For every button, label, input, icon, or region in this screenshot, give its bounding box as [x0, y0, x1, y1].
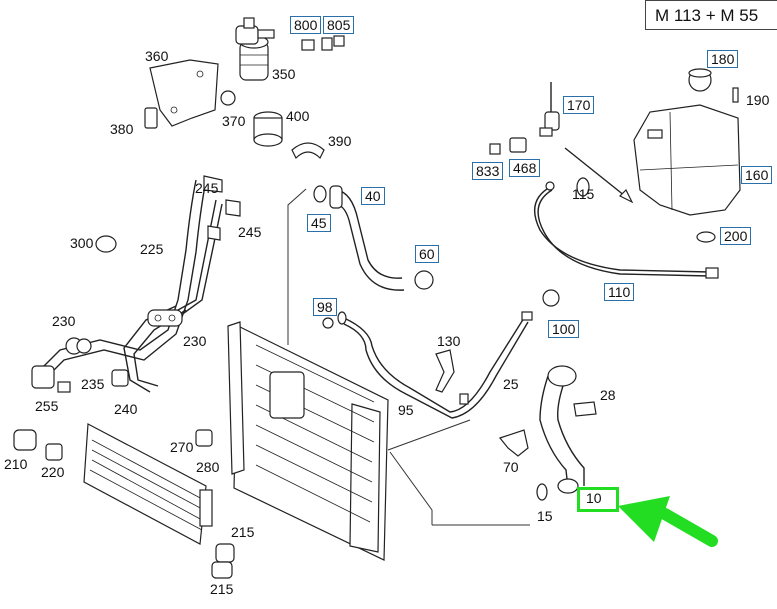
part-label-10[interactable]: 10	[586, 490, 602, 506]
part-label-280[interactable]: 280	[196, 459, 220, 475]
part-label-100[interactable]: 100	[548, 320, 580, 338]
part-label-95[interactable]: 95	[398, 402, 414, 418]
auxiliary-cooler	[13, 423, 235, 579]
part-label-200[interactable]: 200	[720, 227, 752, 245]
part-label-180[interactable]: 180	[707, 50, 739, 68]
mounting-bracket	[144, 59, 236, 129]
part-label-130[interactable]: 130	[437, 333, 461, 349]
part-label-833[interactable]: 833	[472, 162, 504, 180]
part-label-255[interactable]: 255	[35, 398, 59, 414]
bleed-hose	[533, 185, 711, 273]
part-label-15[interactable]: 15	[537, 508, 553, 524]
coolant-pipe-assembly	[39, 179, 223, 393]
upper-radiator-hose	[313, 185, 434, 291]
part-label-400[interactable]: 400	[286, 108, 310, 124]
part-label-245-lower[interactable]: 245	[238, 224, 262, 240]
part-label-40[interactable]: 40	[361, 187, 385, 205]
part-label-110[interactable]: 110	[604, 283, 635, 301]
part-label-220[interactable]: 220	[41, 464, 65, 480]
part-label-235[interactable]: 235	[81, 376, 105, 392]
part-label-70[interactable]: 70	[503, 459, 519, 475]
part-label-805[interactable]: 805	[323, 16, 355, 34]
part-label-360[interactable]: 360	[145, 48, 169, 64]
part-label-25[interactable]: 25	[503, 376, 519, 392]
part-label-45[interactable]: 45	[307, 214, 331, 232]
part-label-270[interactable]: 270	[170, 439, 194, 455]
part-label-98[interactable]: 98	[313, 298, 337, 316]
part-label-28[interactable]: 28	[600, 387, 616, 403]
connector-800-805	[301, 35, 345, 51]
part-label-215-upper[interactable]: 215	[231, 524, 255, 540]
part-label-190[interactable]: 190	[746, 92, 770, 108]
part-label-225[interactable]: 225	[140, 241, 164, 257]
coolant-expansion-tank	[633, 68, 741, 243]
lower-radiator-hose	[498, 365, 597, 501]
part-label-240[interactable]: 240	[114, 401, 138, 417]
part-label-300[interactable]: 300	[70, 235, 94, 251]
temperature-sensor	[489, 82, 560, 155]
highlight-box-part-10	[577, 487, 619, 512]
auxiliary-water-pump	[235, 17, 275, 81]
part-label-370[interactable]: 370	[222, 113, 246, 129]
part-label-60[interactable]: 60	[415, 245, 439, 263]
part-label-115[interactable]: 115	[572, 186, 595, 202]
hose-clamps-230-240	[31, 337, 129, 393]
clips-245-300	[95, 175, 241, 253]
part-label-800[interactable]: 800	[290, 16, 322, 34]
part-label-380[interactable]: 380	[110, 121, 134, 137]
thin-coolant-line	[322, 289, 560, 419]
rubber-mount	[253, 111, 325, 160]
part-label-210[interactable]: 210	[4, 456, 28, 472]
part-label-160[interactable]: 160	[741, 166, 773, 184]
part-label-245-upper[interactable]: 245	[195, 180, 219, 196]
part-label-350[interactable]: 350	[272, 66, 296, 82]
main-radiator	[227, 321, 389, 561]
part-label-230-right[interactable]: 230	[183, 333, 207, 349]
green-pointer-arrow	[618, 496, 718, 547]
part-label-390[interactable]: 390	[328, 133, 352, 149]
part-label-215-lower[interactable]: 215	[210, 581, 234, 597]
part-label-230-left[interactable]: 230	[52, 313, 76, 329]
engine-model-title: M 113 + M 55	[645, 0, 777, 30]
part-label-468[interactable]: 468	[509, 159, 541, 177]
part-label-170[interactable]: 170	[563, 96, 595, 114]
